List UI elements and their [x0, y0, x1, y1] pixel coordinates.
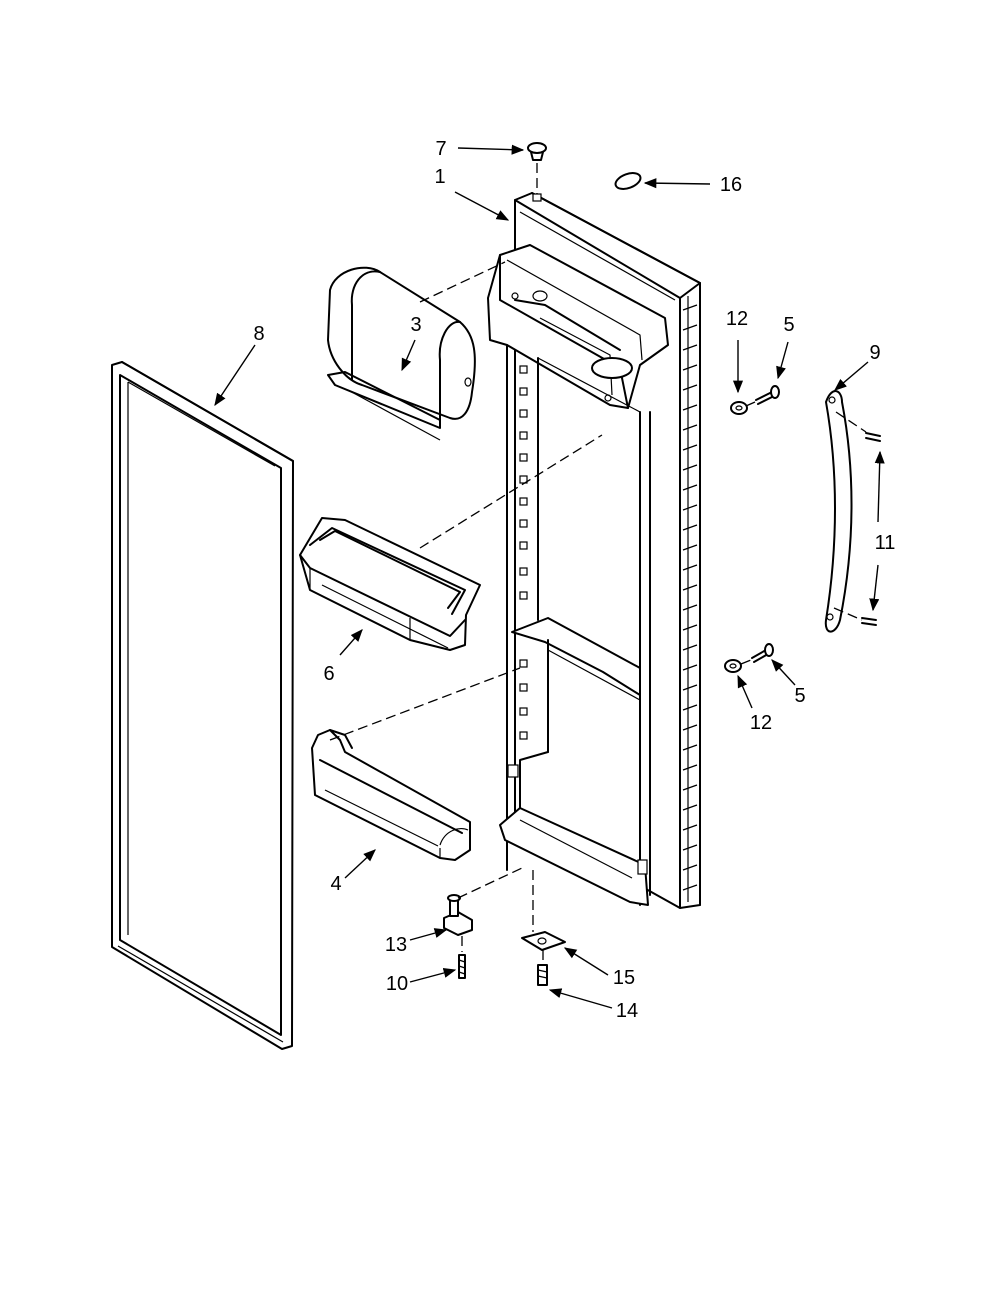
hinge-screw [527, 142, 547, 202]
hinge-screw-lower [458, 954, 466, 979]
door-bin [299, 517, 481, 651]
callout-6: 6 [323, 663, 334, 685]
callout-3: 3 [410, 314, 421, 336]
handle-mount-screws [833, 411, 881, 626]
callout-5-lower: 5 [794, 685, 805, 707]
hinge-bracket-plate [521, 931, 566, 951]
leader-arrows [214, 144, 885, 1009]
callout-5-upper: 5 [783, 314, 794, 336]
handle-spacer-lower [724, 659, 742, 673]
assembly-lines [329, 261, 603, 963]
callout-14: 14 [616, 1000, 638, 1022]
handle-screw-lower [740, 643, 774, 665]
dairy-door [327, 266, 476, 441]
callout-12-lower: 12 [750, 712, 772, 734]
callout-15: 15 [613, 967, 635, 989]
lower-door-bin [311, 729, 471, 861]
callout-7: 7 [435, 138, 446, 160]
hinge-pin [537, 964, 548, 986]
callout-12-upper: 12 [726, 308, 748, 330]
door-gasket [111, 361, 294, 1050]
callout-16: 16 [720, 174, 742, 196]
callout-8: 8 [253, 323, 264, 345]
callout-9: 9 [869, 342, 880, 364]
callout-4: 4 [330, 873, 341, 895]
bottom-hinge [443, 894, 473, 936]
door-liner [487, 192, 701, 909]
handle-spacer-upper [730, 401, 748, 415]
door-handle [824, 390, 853, 633]
plug-button [614, 172, 642, 190]
callout-labels: 7 1 16 3 8 12 5 9 11 6 5 12 4 13 15 10 1… [253, 138, 895, 1022]
callout-13: 13 [385, 934, 407, 956]
handle-screw-upper [745, 385, 780, 407]
callout-11: 11 [875, 532, 896, 554]
callout-10: 10 [386, 973, 408, 995]
callout-1: 1 [434, 166, 445, 188]
